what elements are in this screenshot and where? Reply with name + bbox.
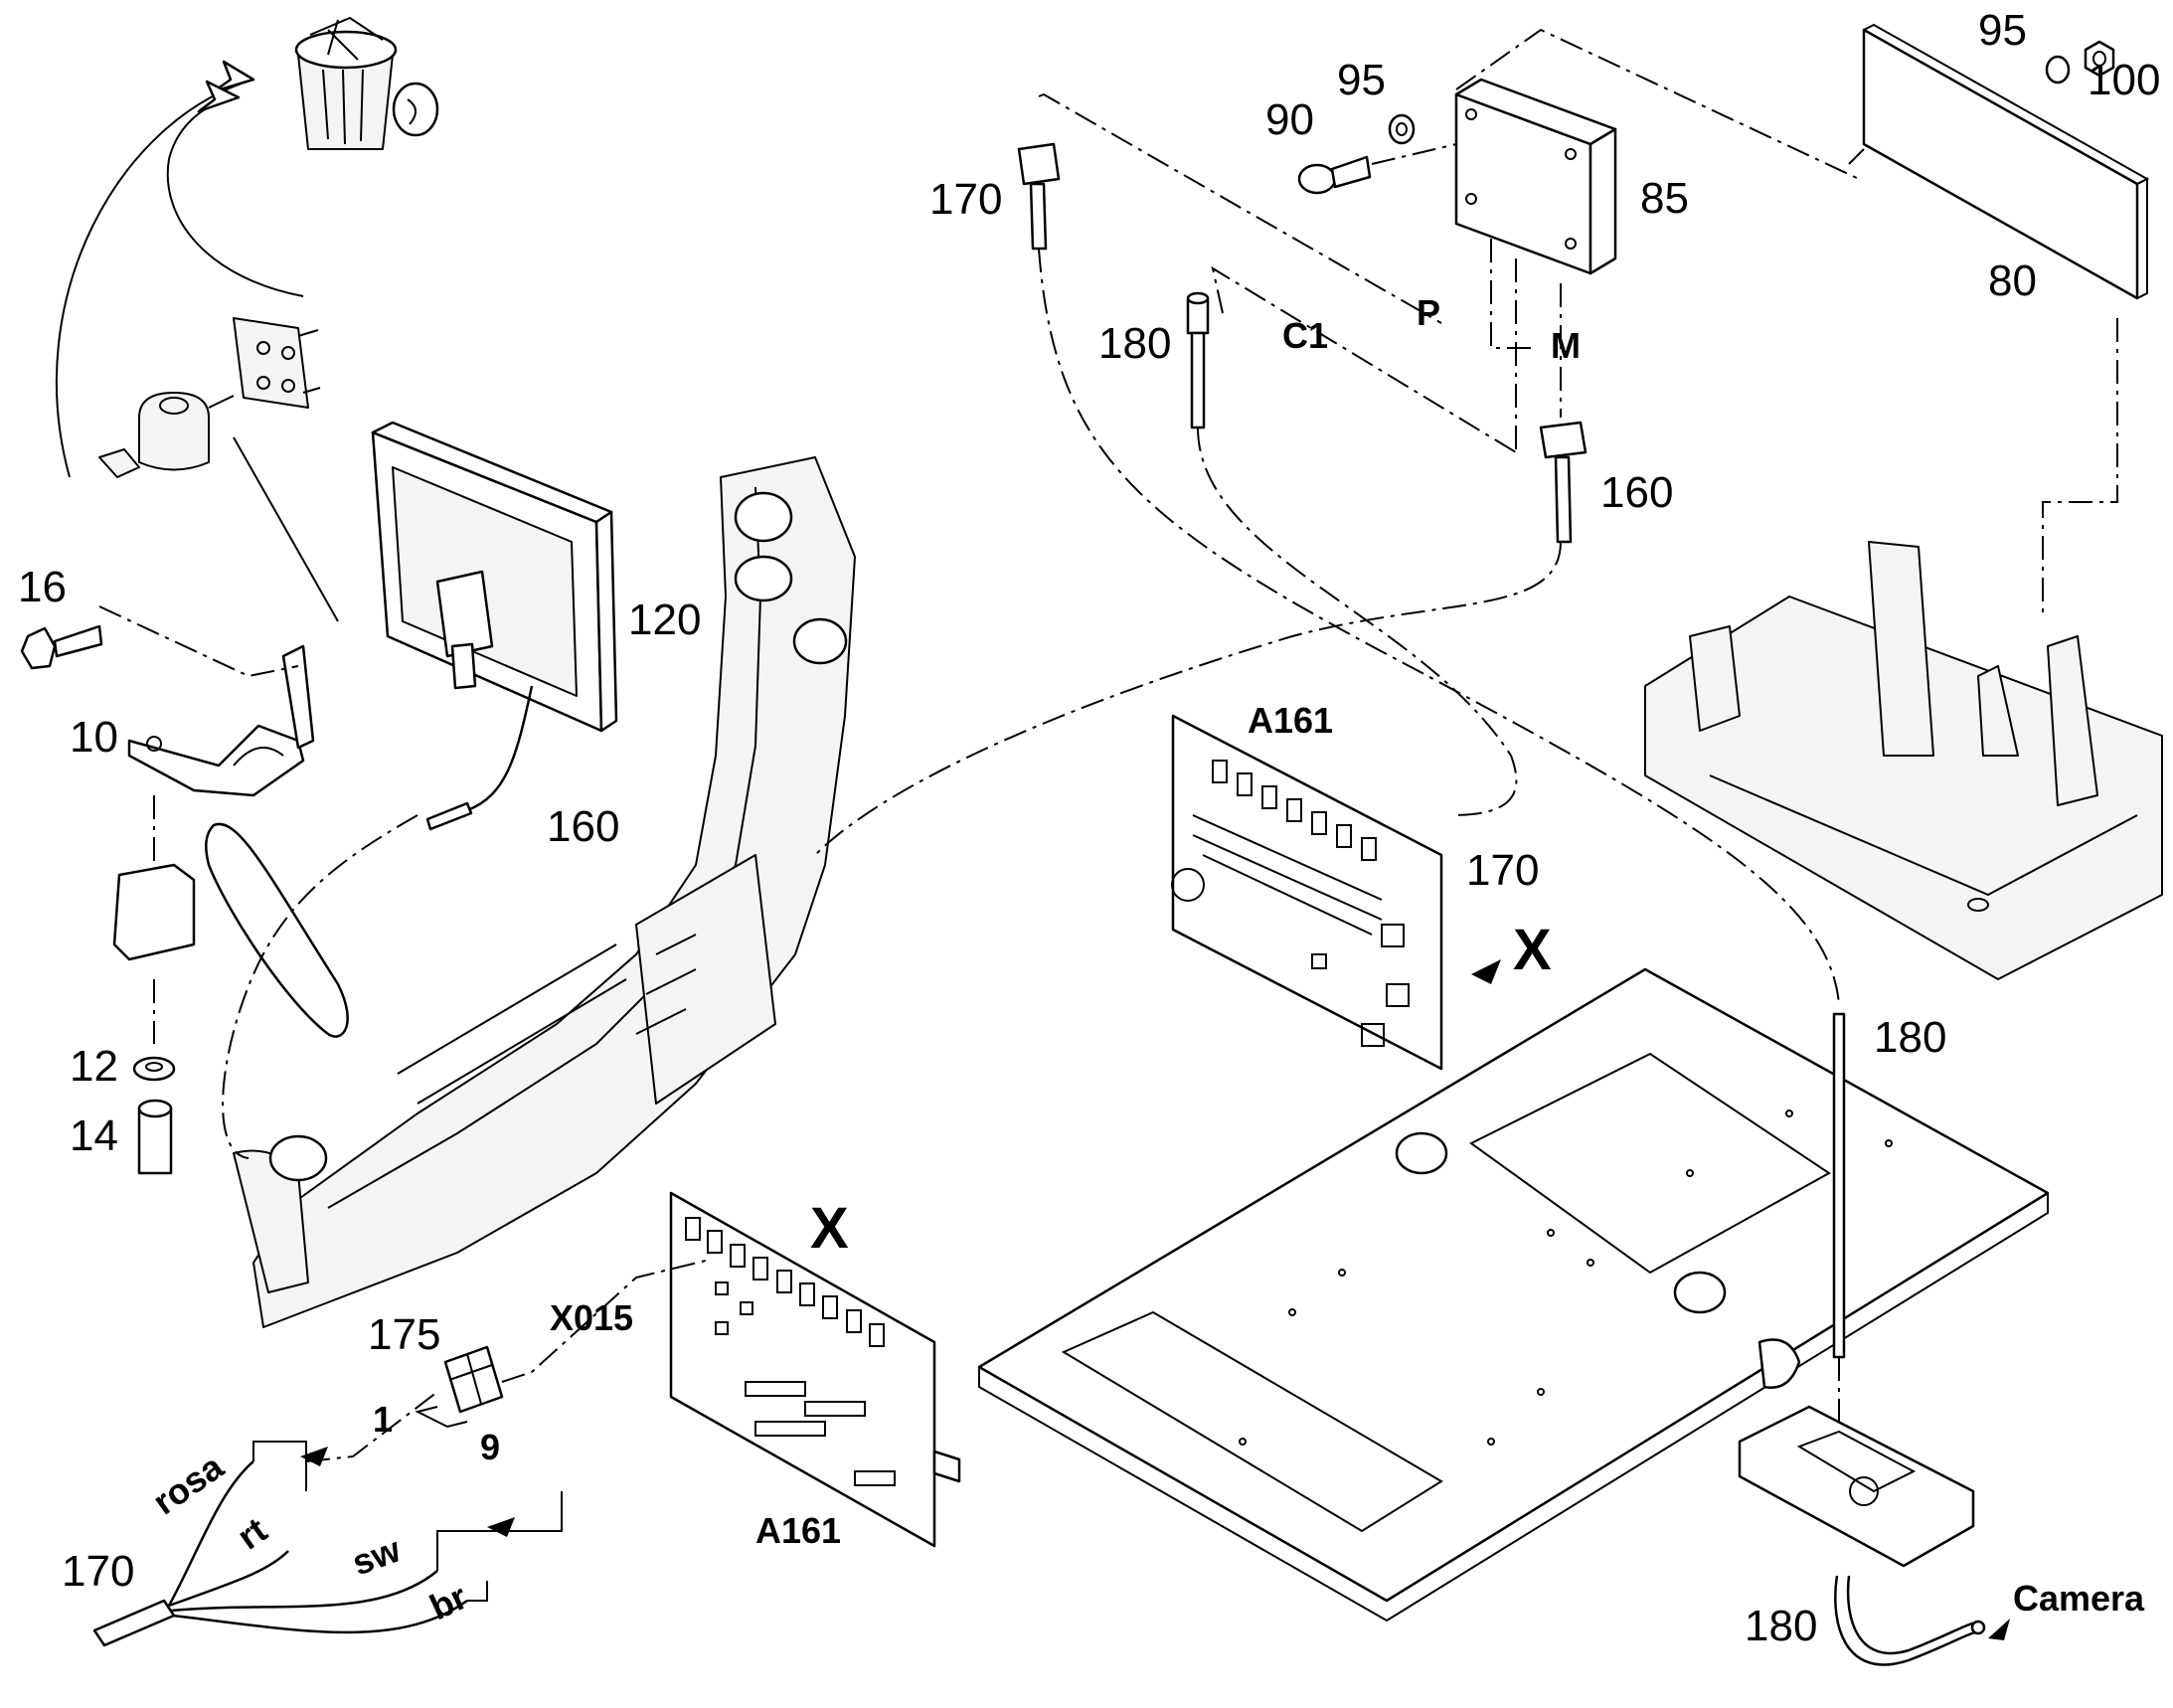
label-160-left: 160 bbox=[547, 802, 619, 851]
label-p: P bbox=[1417, 292, 1440, 333]
control-box-85 bbox=[1454, 78, 1617, 275]
label-100: 100 bbox=[2088, 56, 2160, 104]
label-14: 14 bbox=[70, 1111, 118, 1160]
label-rosa: rosa bbox=[145, 1446, 232, 1523]
mounting-plate-80 bbox=[1862, 23, 2150, 300]
label-175: 175 bbox=[368, 1310, 440, 1359]
label-80: 80 bbox=[1988, 256, 2037, 305]
label-95-left: 95 bbox=[1337, 56, 1386, 104]
label-a161-bottom: A161 bbox=[755, 1510, 841, 1551]
screw-16 bbox=[20, 624, 103, 670]
bracket-10 bbox=[127, 644, 315, 797]
console-base bbox=[1644, 541, 2163, 980]
mount-block bbox=[112, 863, 196, 961]
label-170-top: 170 bbox=[929, 175, 1002, 224]
monitor-display bbox=[371, 421, 618, 831]
label-x-right: X bbox=[1513, 918, 1552, 982]
discarded-mount-parts bbox=[98, 317, 321, 478]
circuit-board-a161-lower bbox=[669, 1191, 961, 1548]
label-12: 12 bbox=[70, 1042, 118, 1091]
trash-bin-icon bbox=[294, 16, 439, 150]
connector-160-top bbox=[1539, 421, 1588, 544]
label-c1: C1 bbox=[1282, 315, 1328, 356]
circuit-board-a161-upper bbox=[1171, 714, 1443, 1071]
washer-95-left bbox=[1388, 113, 1416, 145]
label-180-bottom: 180 bbox=[1745, 1602, 1817, 1650]
part-labels: 16 10 12 14 120 160 170 90 95 85 95 100 … bbox=[18, 6, 2160, 1650]
washer-12 bbox=[132, 1056, 176, 1082]
connector-175 bbox=[443, 1345, 504, 1414]
label-85: 85 bbox=[1640, 174, 1689, 223]
arrow-right-icon bbox=[300, 959, 1501, 1537]
cab-frame bbox=[233, 456, 856, 1328]
leader-lines-top bbox=[814, 28, 2118, 1005]
camera-cable-180 bbox=[1738, 1012, 1986, 1666]
screw-90 bbox=[1297, 155, 1372, 195]
label-sw: sw bbox=[347, 1528, 407, 1583]
label-16: 16 bbox=[18, 563, 67, 611]
label-160-top: 160 bbox=[1600, 468, 1673, 517]
nut-100 bbox=[2084, 40, 2115, 78]
label-1: 1 bbox=[373, 1399, 393, 1440]
label-180-top: 180 bbox=[1098, 319, 1171, 368]
connector-170-top bbox=[1017, 142, 1061, 251]
leader-line bbox=[233, 436, 339, 622]
label-170-mid: 170 bbox=[1466, 846, 1539, 895]
label-a161-top: A161 bbox=[1248, 700, 1333, 741]
label-10: 10 bbox=[70, 713, 118, 762]
label-180-right: 180 bbox=[1874, 1013, 1946, 1062]
label-m: M bbox=[1551, 325, 1581, 366]
cable-path bbox=[222, 814, 418, 1159]
label-90: 90 bbox=[1265, 95, 1314, 144]
label-120: 120 bbox=[628, 596, 701, 644]
floor-plate bbox=[977, 967, 2050, 1623]
arrow-right-icon bbox=[1988, 1619, 2010, 1640]
leader-line bbox=[98, 605, 299, 678]
label-rt: rt bbox=[230, 1509, 274, 1558]
label-95-right: 95 bbox=[1978, 6, 2027, 55]
label-x-lower: X bbox=[810, 1196, 849, 1261]
discard-arrows bbox=[55, 60, 304, 478]
label-170-bottom: 170 bbox=[62, 1547, 134, 1596]
label-9: 9 bbox=[480, 1427, 500, 1467]
washer-95-right bbox=[2045, 55, 2071, 85]
bolt-14 bbox=[137, 1099, 173, 1175]
connector-180-top bbox=[1186, 291, 1210, 429]
label-x015: X015 bbox=[550, 1297, 633, 1338]
label-camera: Camera bbox=[2013, 1578, 2145, 1619]
